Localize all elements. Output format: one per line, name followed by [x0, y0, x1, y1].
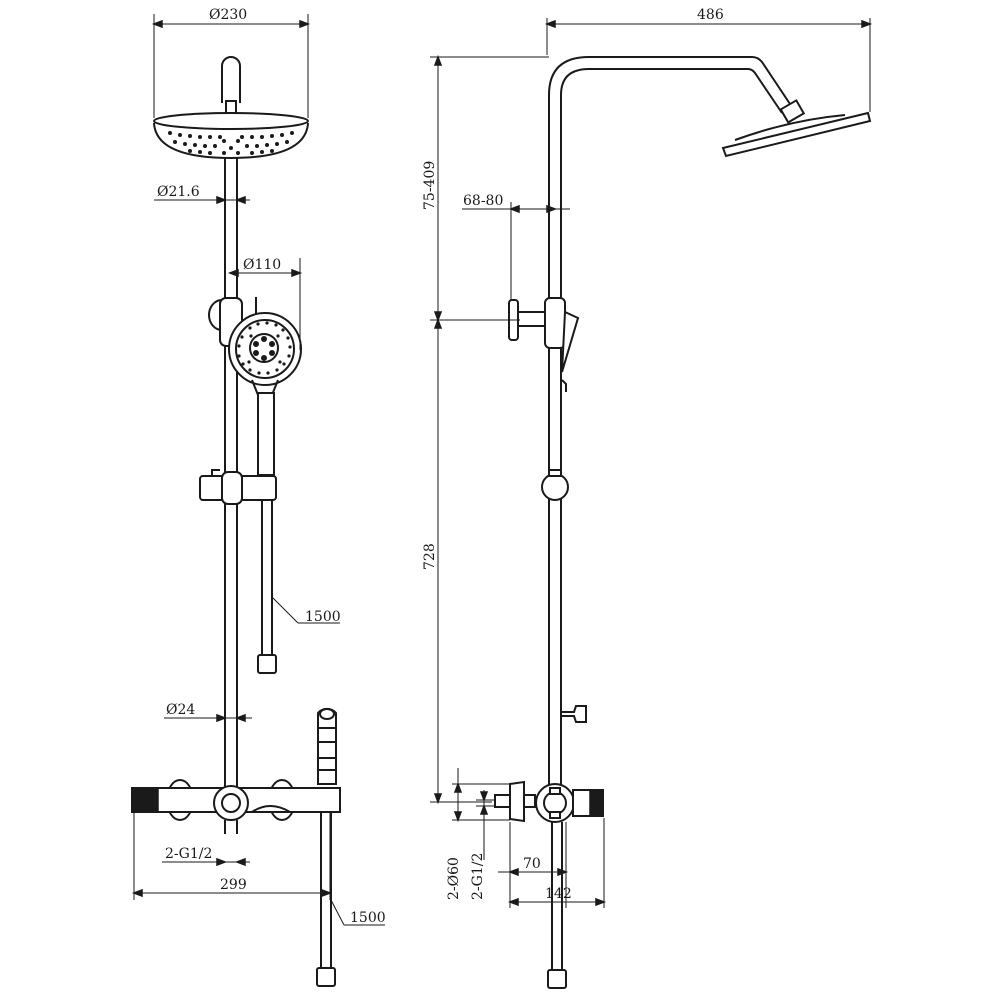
dim-inlet-thread-side: 2-G1/2 — [470, 853, 486, 900]
dim-inlet-depth: 70 — [523, 856, 541, 872]
dim-hose-length-tub: 1500 — [350, 910, 386, 926]
dim-flange-diameter: 2-Ø60 — [446, 857, 462, 900]
front-dimensions — [131, 14, 385, 926]
rain-shower-head — [153, 112, 309, 160]
dim-head-diameter: Ø230 — [209, 7, 247, 23]
hand-shower — [228, 312, 302, 476]
dim-head-height-range: 75-409 — [422, 161, 438, 210]
dim-hose-length-hand: 1500 — [305, 609, 341, 625]
thermostatic-mixer — [131, 779, 341, 834]
dim-inlet-thread-front: 2-G1/2 — [165, 846, 212, 862]
dim-rail-height: 728 — [422, 543, 438, 570]
side-dimensions — [430, 18, 873, 908]
dim-hand-shower-diameter: Ø110 — [243, 257, 281, 273]
dim-arm-reach: 486 — [697, 7, 724, 23]
dim-holder-offset: 68-80 — [463, 193, 503, 209]
dim-pipe-diameter-upper: Ø21.6 — [157, 184, 200, 200]
dim-mixer-width: 299 — [220, 877, 247, 893]
dim-pipe-diameter-lower: Ø24 — [166, 702, 195, 718]
side-view — [430, 18, 873, 989]
dim-total-depth: 142 — [545, 886, 572, 902]
front-view — [131, 14, 385, 987]
